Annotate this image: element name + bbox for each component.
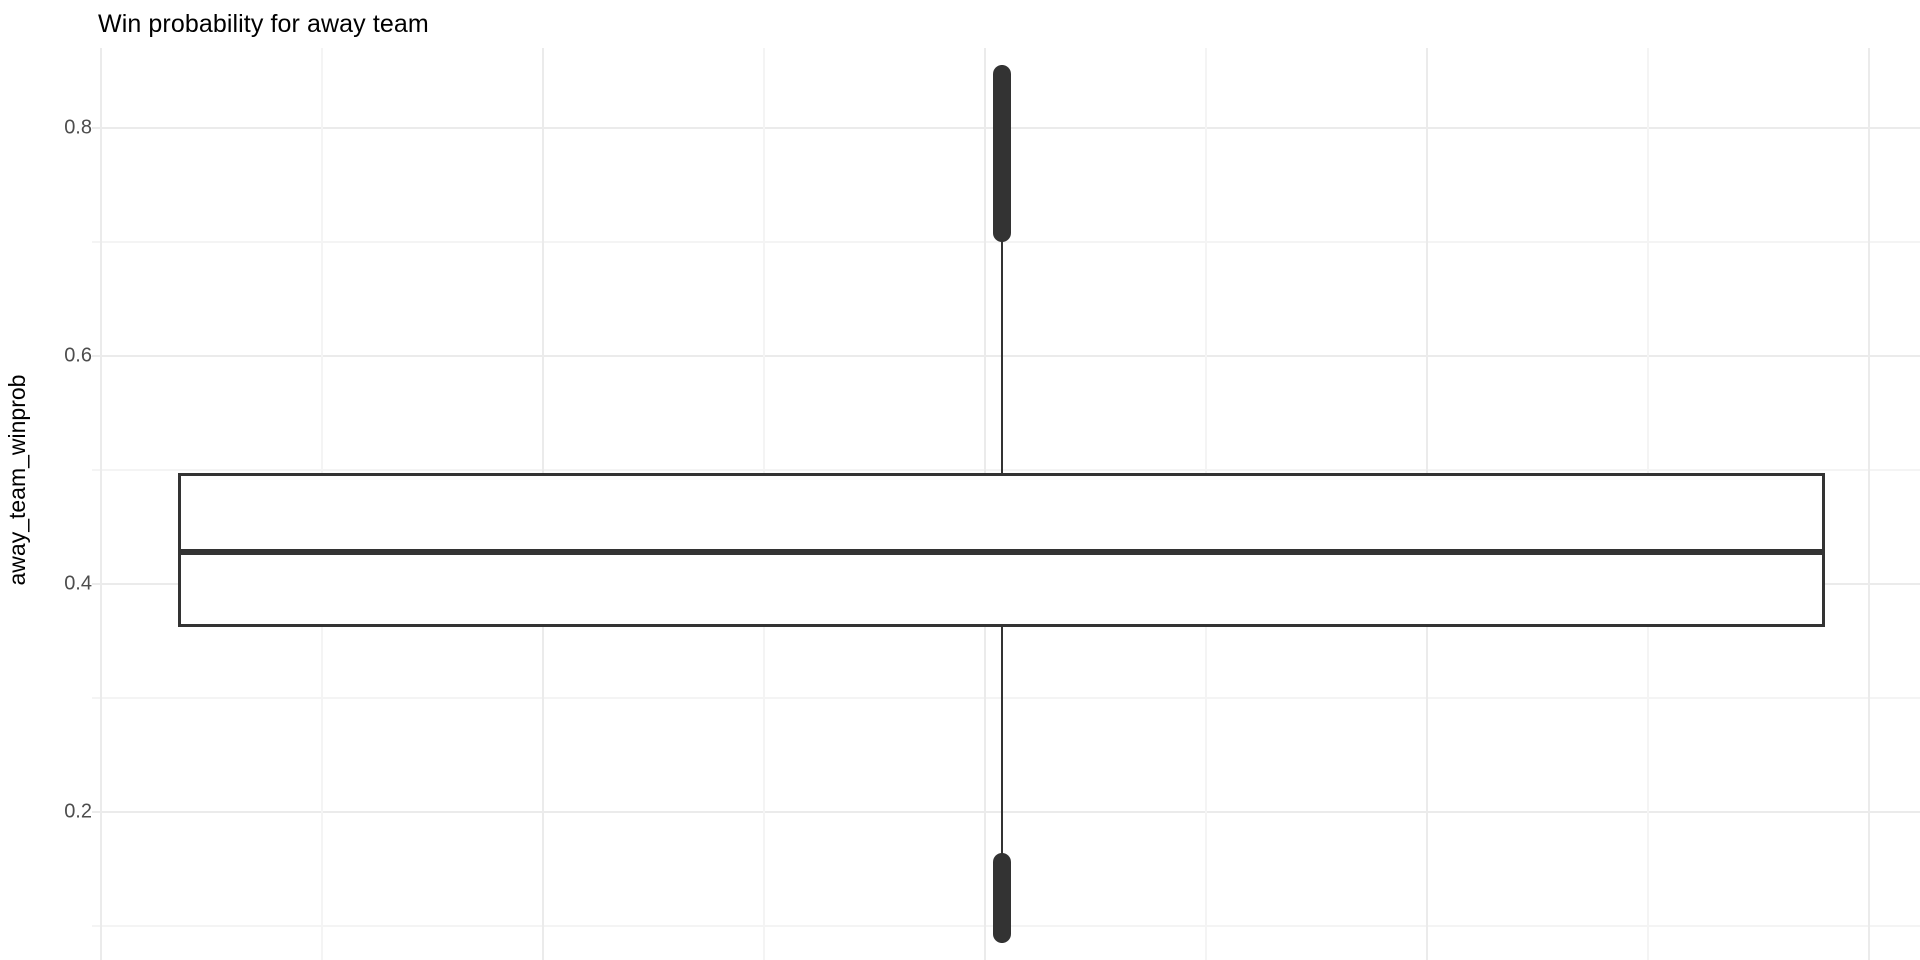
gridline-horizontal <box>92 468 1920 471</box>
plot-panel <box>92 48 1920 960</box>
boxplot-outliers-low <box>993 852 1012 943</box>
y-tick-label: 0.2 <box>64 800 92 823</box>
y-tick-label: 0.4 <box>64 572 92 595</box>
gridline-horizontal <box>92 696 1920 699</box>
gridline-vertical <box>100 48 102 960</box>
gridline-horizontal <box>92 354 1920 357</box>
y-tick-label: 0.8 <box>64 116 92 139</box>
gridline-horizontal <box>92 240 1920 243</box>
boxplot-median <box>177 548 1825 555</box>
boxplot-outliers-high <box>993 65 1012 242</box>
y-tick-label: 0.6 <box>64 344 92 367</box>
gridline-horizontal <box>92 810 1920 813</box>
gridline-vertical <box>1868 48 1870 960</box>
y-axis-label: away_team_winprob <box>3 374 30 586</box>
page-title: Win probability for away team <box>98 10 429 38</box>
